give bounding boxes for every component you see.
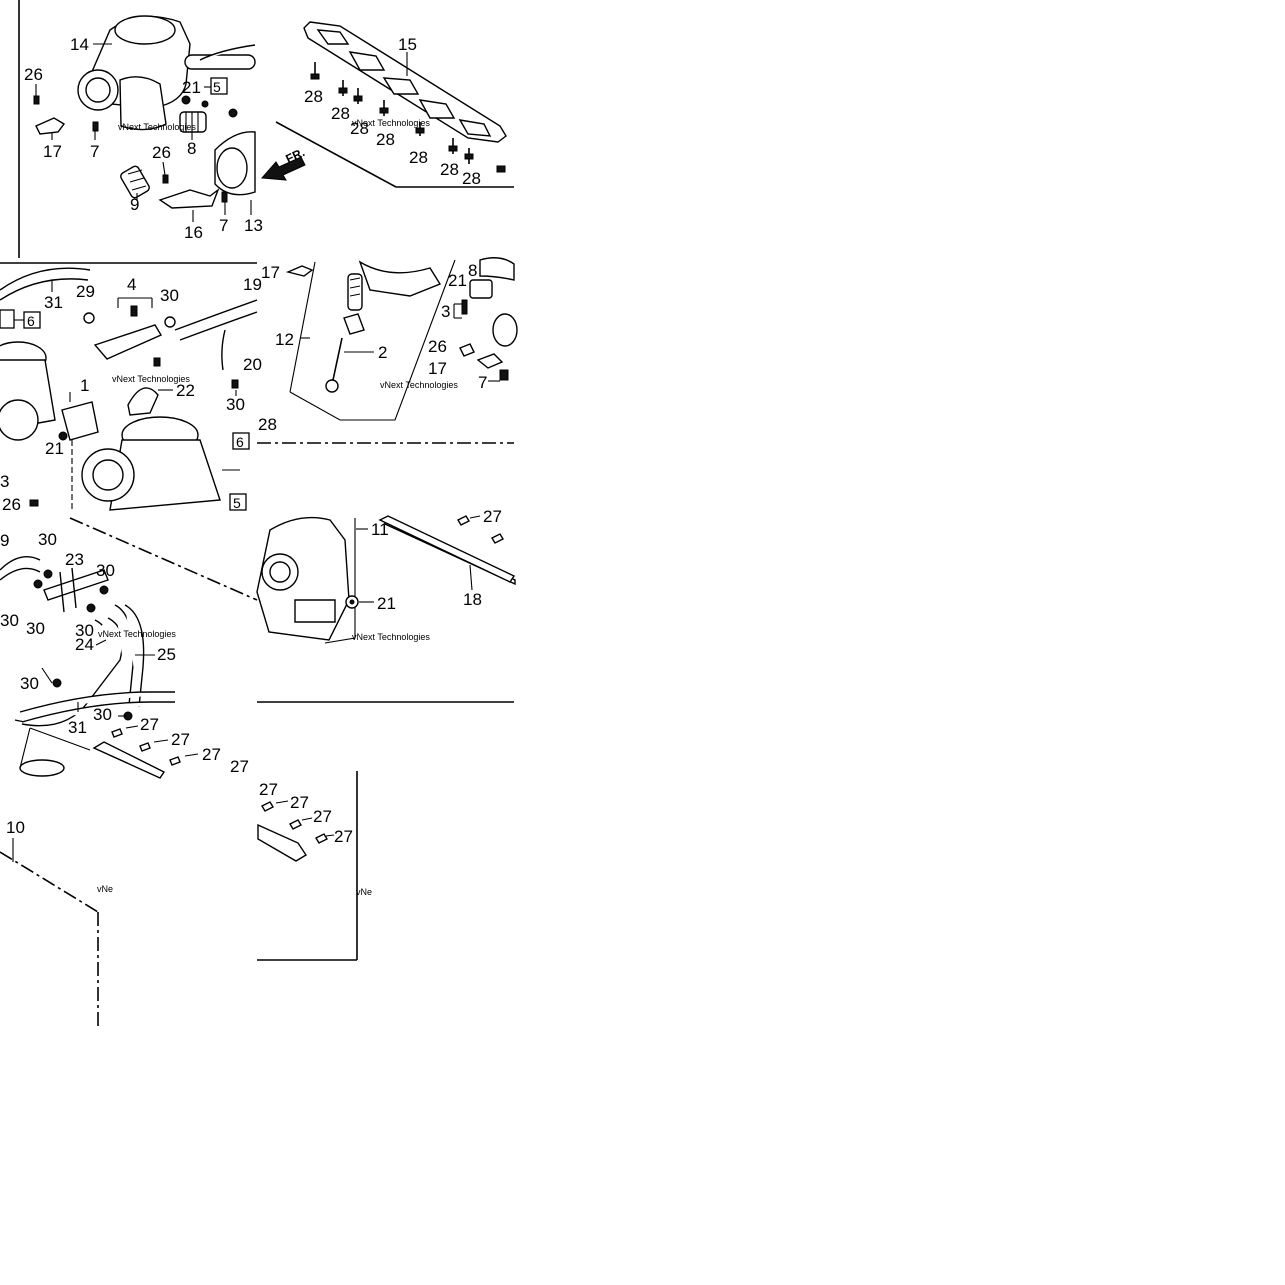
callout: 17 [428,359,447,378]
callout: 30 [38,530,57,549]
watermark: vNext Technologies [380,380,458,390]
callout: 14 [70,35,89,54]
callout: 10 [6,818,25,837]
callout: 1 [80,376,89,395]
callout: 4 [127,275,136,294]
callout: 26 [2,495,21,514]
callout: 28 [409,148,428,167]
callout: 25 [157,645,176,664]
callout: 28 [350,119,369,138]
callout: 17 [43,142,62,161]
callout: 28 [376,130,395,149]
callout: 27 [290,793,309,812]
carburetor-link-middle-left: vNext Technologies 31 29 4 30 19 6 1 22 … [0,262,262,514]
needle-detail-middle-right: vNext Technologies 17 21 8 12 2 3 26 17 … [257,257,518,444]
callout: 27 [140,715,159,734]
watermark: vNext Technologies [112,374,190,384]
callout: 11 [371,520,389,539]
callout: 3 [0,472,9,491]
callout: 27 [171,730,190,749]
callout: 24 [75,635,94,654]
callout: 18 [463,590,482,609]
spring-9 [120,165,150,199]
callout: 9 [0,531,9,550]
callout: 30 [0,611,19,630]
callout: 16 [184,223,203,242]
callout-boxed: 6 [27,313,35,329]
callout: 30 [26,619,45,638]
gasket-assembly-lower-right: vNext Technologies 11 21 18 27 [256,507,516,703]
callout: 7 [219,216,228,235]
watermark: vNext Technologies [98,629,176,639]
callout: 3 [441,302,450,321]
callout: 26 [24,65,43,84]
callout: 19 [243,275,262,294]
callout: 31 [44,293,63,312]
callout: 2 [378,343,387,362]
callout: 7 [478,373,487,392]
callout: 17 [261,263,280,282]
callout: 20 [243,355,262,374]
callout: 30 [226,395,245,414]
callout: 23 [65,550,84,569]
callout: 27 [483,507,502,526]
callout: 28 [258,415,277,434]
callout-boxed: 5 [213,79,221,95]
callout: 29 [76,282,95,301]
callout: 27 [334,827,353,846]
callout: 30 [75,621,94,640]
callout: 28 [462,169,481,188]
callout: 13 [244,216,263,235]
callout: 27 [259,780,278,799]
callout: 21 [182,78,201,97]
callout: 21 [448,271,467,290]
callout: 12 [275,330,294,349]
callout: 8 [468,261,477,280]
callout: 30 [20,674,39,693]
callout: 30 [160,286,179,305]
callout: 22 [176,381,195,400]
callout: 21 [45,439,64,458]
callout: 15 [398,35,417,54]
callout: 27 [202,745,221,764]
callout: 27 [230,757,249,776]
spring-8 [179,111,207,133]
callout: 9 [130,195,139,214]
watermark: vNext Technologies [352,118,430,128]
intake-plate-top-right: FR. vNext Technologies 15 28 28 28 28 28… [260,21,514,188]
hose-set-lower-left: vNext Technologies 9 30 23 30 30 30 30 2… [0,517,258,779]
watermark: vNext Technologies [118,122,196,132]
callout: 8 [187,139,196,158]
callout: 31 [68,718,87,737]
callout: 30 [96,561,115,580]
callout: 28 [440,160,459,179]
carburetor-assembly-top-left: vNext Technologies 14 26 17 7 21 5 8 26 … [18,0,263,258]
callout-boxed: 6 [236,434,244,450]
callout: 28 [304,87,323,106]
callout: 7 [90,142,99,161]
callout: 30 [93,705,112,724]
frame-bottom-left: vNe 10 [0,818,113,1028]
callout: 28 [331,104,350,123]
watermark: vNext Technologies [352,632,430,642]
front-direction-arrow: FR. [260,145,307,181]
watermark: vNe [97,884,113,894]
bolts-28 [310,62,506,173]
callout: 26 [152,143,171,162]
callout-boxed: 5 [233,495,241,511]
watermark: vNe [356,887,372,897]
callout: 26 [428,337,447,356]
callout: 27 [313,807,332,826]
screws-bottom-middle: vNe 27 27 27 27 [257,771,372,961]
callout: 21 [377,594,396,613]
